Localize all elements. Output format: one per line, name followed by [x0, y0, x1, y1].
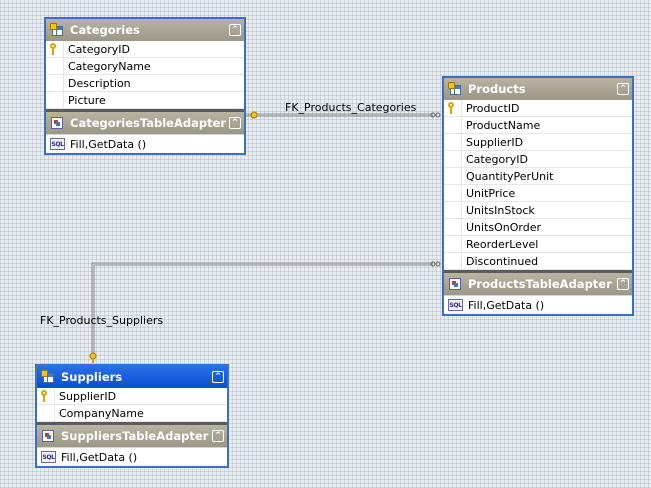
table-categories[interactable]: Categories CategoryID CategoryName Descr…	[44, 17, 246, 155]
column-row[interactable]: Description	[46, 75, 244, 92]
collapse-chevron-icon[interactable]	[229, 117, 241, 129]
column-row[interactable]: CompanyName	[37, 405, 227, 422]
collapse-chevron-icon[interactable]	[212, 371, 224, 383]
column-name: Description	[68, 76, 131, 90]
table-header[interactable]: Categories	[46, 19, 244, 41]
column-name: UnitPrice	[466, 186, 516, 200]
column-name: SupplierID	[59, 389, 117, 403]
adapter-title: SuppliersTableAdapter	[61, 429, 209, 443]
column-row[interactable]: CategoryID	[46, 41, 244, 58]
relation-label-fk-products-suppliers[interactable]: FK_Products_Suppliers	[40, 314, 164, 327]
column-name: Picture	[68, 93, 106, 107]
column-name: CompanyName	[59, 406, 144, 420]
relation-label-fk-products-categories[interactable]: FK_Products_Categories	[285, 101, 417, 114]
table-title: Suppliers	[61, 370, 123, 384]
sql-query-icon: SQL	[50, 138, 65, 150]
adapter-separator	[46, 109, 244, 112]
adapter-header[interactable]: SuppliersTableAdapter	[37, 425, 227, 447]
column-row[interactable]: ProductName	[444, 117, 632, 134]
column-row[interactable]: Picture	[46, 92, 244, 109]
adapter-title: CategoriesTableAdapter	[70, 116, 227, 130]
column-name: UnitsInStock	[466, 203, 535, 217]
table-adapter-icon	[50, 116, 64, 130]
table-suppliers[interactable]: Suppliers SupplierID CompanyName Supplie…	[35, 364, 229, 468]
table-header[interactable]: Suppliers	[37, 366, 227, 388]
table-title: Products	[468, 82, 526, 96]
column-name: CategoryID	[68, 42, 130, 56]
relation-end-infinity-products-categories	[430, 112, 441, 118]
column-name: UnitsOnOrder	[466, 220, 542, 234]
adapter-method-row[interactable]: SQL Fill,GetData ()	[37, 447, 227, 466]
table-adapter-icon	[41, 429, 55, 443]
adapter-method: Fill,GetData ()	[61, 450, 138, 464]
column-name: Discontinued	[466, 254, 539, 268]
column-name: ProductID	[466, 101, 520, 115]
column-row[interactable]: CategoryID	[444, 151, 632, 168]
column-name: ReorderLevel	[466, 237, 539, 251]
column-name: ProductName	[466, 118, 541, 132]
relation-end-infinity-products-suppliers	[430, 261, 441, 267]
adapter-header[interactable]: ProductsTableAdapter	[444, 273, 632, 295]
column-row[interactable]: SupplierID	[444, 134, 632, 151]
table-products[interactable]: Products ProductID ProductName SupplierI…	[442, 76, 634, 316]
collapse-chevron-icon[interactable]	[212, 430, 224, 442]
column-name: CategoryID	[466, 152, 528, 166]
table-title: Categories	[70, 23, 140, 37]
column-row[interactable]: ProductID	[444, 100, 632, 117]
adapter-separator	[444, 270, 632, 273]
adapter-separator	[37, 422, 227, 425]
adapter-header[interactable]: CategoriesTableAdapter	[46, 112, 244, 134]
column-row[interactable]: ReorderLevel	[444, 236, 632, 253]
sql-query-icon: SQL	[41, 451, 56, 463]
column-row[interactable]: UnitsOnOrder	[444, 219, 632, 236]
column-row[interactable]: QuantityPerUnit	[444, 168, 632, 185]
relation-line-fk-products-suppliers[interactable]	[91, 262, 433, 355]
table-icon	[41, 370, 55, 384]
adapter-method-row[interactable]: SQL Fill,GetData ()	[444, 295, 632, 314]
adapter-method: Fill,GetData ()	[468, 298, 545, 312]
primary-key-icon	[50, 43, 59, 56]
column-list: SupplierID CompanyName	[37, 388, 227, 422]
column-name: SupplierID	[466, 135, 524, 149]
adapter-title: ProductsTableAdapter	[468, 277, 612, 291]
sql-query-icon: SQL	[448, 299, 463, 311]
collapse-chevron-icon[interactable]	[617, 83, 629, 95]
adapter-method: Fill,GetData ()	[70, 137, 147, 151]
column-row[interactable]: UnitPrice	[444, 185, 632, 202]
relation-end-key-suppliers	[89, 352, 97, 363]
table-icon	[50, 23, 64, 37]
relation-end-key-categories	[250, 111, 258, 119]
column-name: QuantityPerUnit	[466, 169, 554, 183]
column-row[interactable]: SupplierID	[37, 388, 227, 405]
collapse-chevron-icon[interactable]	[229, 24, 241, 36]
relation-line-fk-products-categories[interactable]	[246, 113, 433, 117]
column-row[interactable]: CategoryName	[46, 58, 244, 75]
primary-key-icon	[448, 102, 457, 115]
table-header[interactable]: Products	[444, 78, 632, 100]
column-list: CategoryID CategoryName Description Pict…	[46, 41, 244, 109]
collapse-chevron-icon[interactable]	[617, 278, 629, 290]
column-row[interactable]: Discontinued	[444, 253, 632, 270]
adapter-method-row[interactable]: SQL Fill,GetData ()	[46, 134, 244, 153]
table-adapter-icon	[448, 277, 462, 291]
column-row[interactable]: UnitsInStock	[444, 202, 632, 219]
column-name: CategoryName	[68, 59, 151, 73]
primary-key-icon	[41, 390, 50, 403]
table-icon	[448, 82, 462, 96]
column-list: ProductID ProductName SupplierID Categor…	[444, 100, 632, 270]
